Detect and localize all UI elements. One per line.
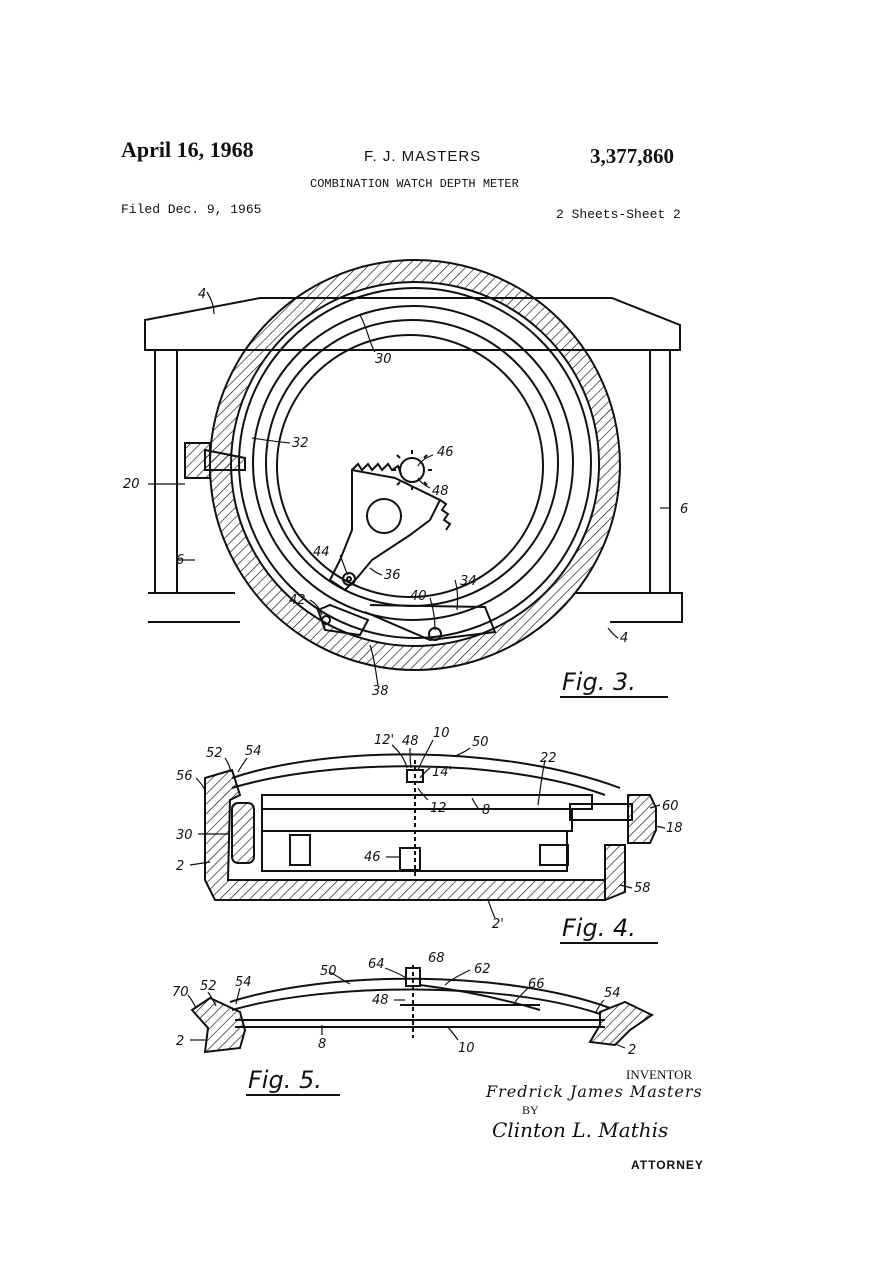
ref-fig3-10: 36 [384,568,401,583]
movement-block-22 [261,808,573,832]
figure-3 [144,259,683,686]
ref-fig5-12: 8 [318,1037,326,1052]
ref-fig5-3: 50 [320,964,337,979]
ref-fig3-7: 6 [680,502,688,517]
attorney-signature: Clinton L. Mathis [492,1118,669,1142]
patent-title: COMBINATION WATCH DEPTH METER [310,177,519,191]
inventor-name: F. J. MASTERS [364,148,482,165]
case-body-2 [204,768,626,901]
figure-5-refs: 64 68 50 62 66 70 52 54 48 54 2 8 10 2 F… [172,951,636,1096]
ref-fig3-11: 40 [410,589,427,604]
ref-fig4-7: 14' [432,765,452,780]
ref-fig5-14: 2 [628,1043,636,1058]
lug-post-right [649,349,671,594]
dial-ring [276,334,544,598]
crystal-50 [231,753,621,789]
ref-fig3-14: 4 [620,631,628,646]
ref-fig4-17: 58 [634,881,651,896]
ref-fig4-12: 60 [662,799,679,814]
ref-fig3-13: 42 [289,593,306,608]
ref-fig5-9: 48 [372,993,389,1008]
ref-fig4-10: 12 [430,801,447,816]
ref-fig5-1: 64 [368,957,385,972]
ref-fig4-2: 54 [245,744,262,759]
ref-fig4-4: 48 [402,734,419,749]
ref-fig4-11: 8 [482,803,490,818]
ref-fig3-2: 30 [375,352,392,367]
ref-fig5-11: 2 [176,1034,184,1049]
lug-post-left [154,349,178,594]
ref-fig3-3: 32 [292,436,309,451]
arm-34 [364,604,497,642]
upper-lug [144,297,681,351]
inner-ring-1 [238,287,592,639]
ref-fig4-13: 18 [666,821,683,836]
sector-pivot [366,498,402,534]
pivot-44 [342,572,356,586]
ref-fig4-14: 30 [176,828,193,843]
patent-date: April 16, 1968 [121,137,254,162]
ref-fig4-3: 12' [374,733,394,748]
ref-fig4-9: 56 [176,769,193,784]
figure-5 [187,965,654,1054]
patent-number: 3,377,860 [590,144,674,168]
movement-plate [261,794,593,810]
inner-ring-3 [265,319,559,607]
figure-4 [189,739,666,919]
ref-fig3-5: 48 [432,484,449,499]
link-42 [316,603,370,637]
ref-fig3-15: 38 [372,684,389,699]
ref-fig3-12: 34 [460,574,477,589]
pinion-46-side [399,847,421,871]
ref-fig5-6: 70 [172,985,189,1000]
ref-fig5-4: 62 [474,962,491,977]
stem-60 [569,803,633,821]
sector-36 [328,468,442,592]
by-label: BY [522,1103,539,1117]
pinion-46 [399,457,425,483]
ref-fig5-10: 54 [604,986,621,1001]
crown-18 [627,794,657,844]
ref-fig3-1: 4 [198,287,206,302]
case-ring-right [588,1000,654,1047]
ref-fig5-2: 68 [428,951,445,966]
fig5-label: Fig. 5. [248,1066,322,1094]
figure-3-refs: 4 30 32 46 48 20 6 6 44 36 40 34 42 4 38… [123,287,688,699]
sheet-count: 2 Sheets-Sheet 2 [556,207,681,222]
ref-fig4-6: 50 [472,735,489,750]
bourdon-tube-30 [252,305,574,621]
ref-fig5-5: 66 [528,977,545,992]
reinforcing-62 [419,984,541,1011]
watch-case-ring [208,259,621,671]
figure-4-refs: 52 54 12' 48 10 50 14' 22 56 12 8 60 18 … [176,726,683,944]
ref-fig5-8: 54 [235,975,252,990]
ref-fig4-5: 10 [433,726,450,741]
ref-fig3-8: 6 [176,553,184,568]
ref-fig4-1: 52 [206,746,223,761]
inventor-label: INVENTOR [626,1067,693,1082]
ref-fig4-18: 2' [492,917,504,932]
fig4-label: Fig. 4. [562,914,636,942]
ref-fig4-15: 2 [176,859,184,874]
attorney-label: ATTORNEY [631,1158,704,1172]
case-back [228,879,606,901]
ref-fig5-13: 10 [458,1041,475,1056]
crystal-50-side [229,977,611,1009]
filed-date: Filed Dec. 9, 1965 [121,202,262,217]
ref-fig3-4: 46 [437,445,454,460]
ref-fig3-6: 20 [123,477,140,492]
ref-fig4-16: 46 [364,850,381,865]
ref-fig4-8: 22 [540,751,557,766]
fig3-label: Fig. 3. [562,668,636,696]
inventor-signature: Fredrick James Masters [486,1082,703,1101]
case-ring-left [190,996,247,1054]
ref-fig5-7: 52 [200,979,217,994]
screw-68 [405,967,421,987]
tube-30 [231,802,255,864]
ref-fig3-9: 44 [313,545,330,560]
